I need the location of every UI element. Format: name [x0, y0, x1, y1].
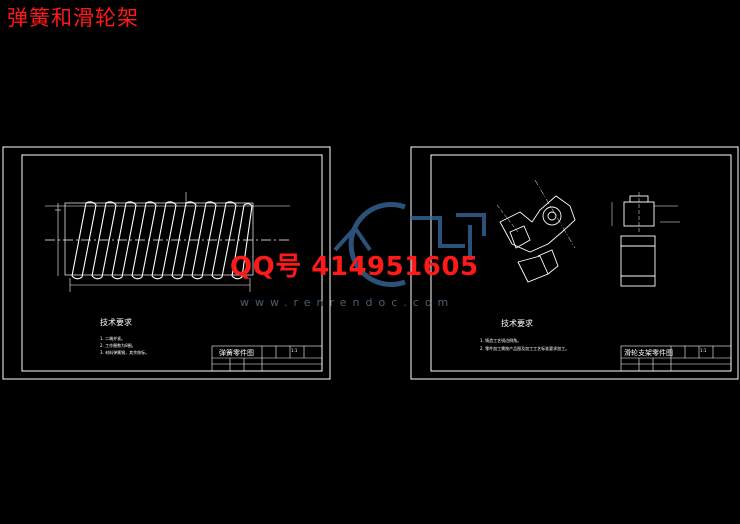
left-tech-note-1: 1. 二端并紧。: [100, 336, 126, 341]
right-tech-note-2: 2. 零件加工需按产品图及加工工艺标准要求加工。: [480, 346, 570, 351]
left-tech-title: 技术要求: [100, 318, 132, 327]
watermark-logo: [333, 202, 486, 287]
bracket-side-view: [611, 192, 680, 287]
left-titleblock-name: 弹簧零件图: [219, 349, 254, 357]
right-scale: 1:1: [700, 348, 707, 353]
left-title-block: [211, 345, 323, 372]
left-drawing-sheet: [2, 146, 331, 380]
left-scale: 1:1: [291, 348, 298, 353]
pulley-bracket-view: [496, 179, 576, 283]
spring-coils: [64, 201, 254, 280]
right-drawing-sheet: [410, 146, 739, 380]
site-watermark-text: www.renrendoc.com: [240, 296, 455, 309]
right-title-block: [620, 345, 732, 372]
page-title: 弹簧和滑轮架: [7, 6, 139, 30]
right-tech-note-1: 1. 铸造工艺锐边倒角。: [480, 338, 522, 343]
qq-watermark-text: QQ号 414951605: [230, 252, 479, 282]
left-tech-note-2: 2. 工作圈数为8圈。: [100, 343, 136, 348]
left-tech-note-3: 3. 材料弹簧钢，其余按标。: [100, 350, 150, 355]
right-tech-title: 技术要求: [501, 319, 533, 328]
right-titleblock-name: 滑轮支架零件图: [624, 349, 673, 357]
